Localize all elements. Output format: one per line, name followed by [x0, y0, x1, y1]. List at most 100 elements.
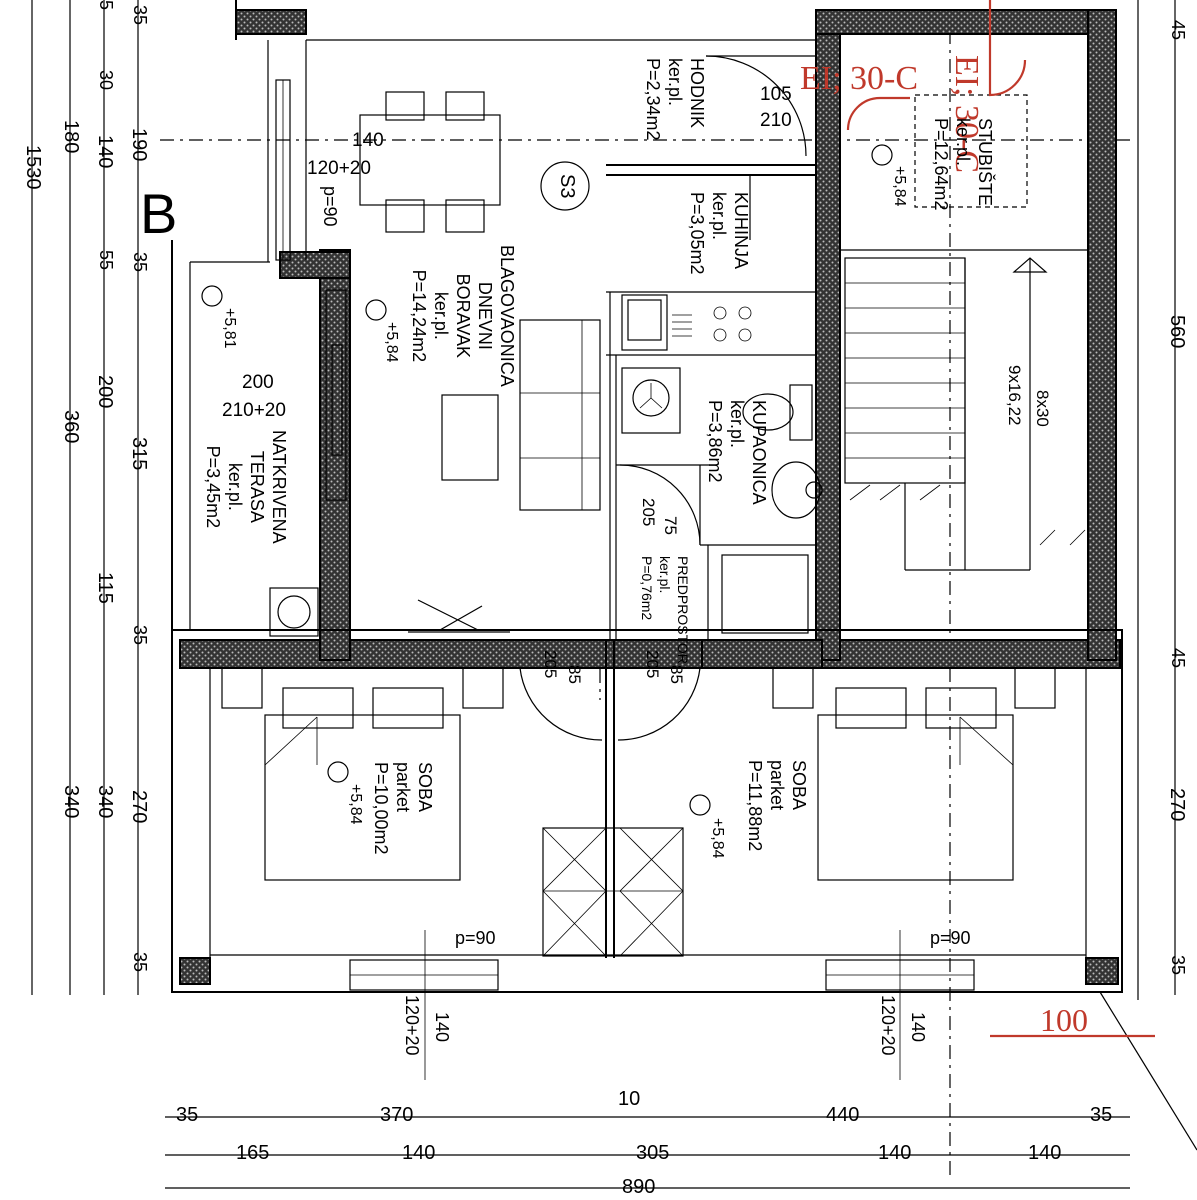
bathroom-fixtures	[621, 367, 821, 634]
dimension-lines	[31, 0, 1176, 1189]
room-name: TERASA	[247, 450, 267, 523]
room-floor: ker.pl.	[431, 291, 451, 340]
stairs-steps-label: 9x16,22	[1005, 365, 1024, 426]
door-width: 85	[667, 665, 686, 684]
dim-left-4: 35	[130, 625, 150, 646]
window-sill: p=90	[930, 928, 971, 948]
dim-right: 35	[1168, 955, 1188, 976]
room-label-hodnik: HODNIK ker.pl. P=2,34m2	[642, 58, 708, 141]
dim-bottom-2: 140	[402, 1142, 436, 1164]
walls	[179, 9, 1121, 985]
dim-left-2: 340	[60, 785, 82, 819]
room-name: BLAGOVAONICA	[497, 245, 517, 387]
dim-left-3: 115	[94, 572, 116, 604]
room-name: HODNIK	[687, 58, 707, 129]
dim-bottom-1: 35	[1090, 1104, 1113, 1126]
dim-left-3: 5	[96, 0, 116, 11]
dim-left-2: 360	[60, 410, 82, 444]
level-label: +5,84	[383, 322, 400, 363]
dim-left-4: 35	[130, 5, 150, 26]
door-height: 205	[639, 498, 658, 527]
window-height: 120+20	[307, 158, 371, 179]
staircase	[844, 0, 1086, 571]
room-floor: ker.pl.	[665, 58, 685, 107]
room-name: KUPAONICA	[749, 400, 769, 505]
room-name: SOBA	[415, 762, 435, 813]
door-height: 205	[541, 650, 560, 679]
room-name: BORAVAK	[453, 273, 473, 359]
dim-left-3: 340	[94, 785, 116, 819]
room-area: P=0,76m2	[639, 556, 655, 621]
room-floor: ker.pl.	[709, 192, 729, 241]
window-width: 140	[432, 1012, 452, 1043]
room-area: P=3,45m2	[203, 445, 223, 529]
level-label: +5,81	[221, 308, 238, 349]
room-name: STUBIŠTE	[975, 118, 995, 207]
partitions	[605, 164, 816, 958]
room-label-predprostor: PREDPROSTOR ker.pl. P=0,76m2	[638, 556, 692, 664]
door-height: 210+20	[222, 400, 286, 421]
entrance-height: 210	[760, 110, 792, 131]
window-sill: p=90	[455, 928, 496, 948]
apartment-tag-circle	[540, 161, 590, 211]
room-label-kuhinja: KUHINJA ker.pl. P=3,05m2	[686, 192, 752, 275]
room-name: DNEVNI	[475, 281, 495, 350]
room-name: PREDPROSTOR	[675, 556, 691, 664]
dining-window	[275, 79, 347, 501]
dim-bottom-2: 140	[1028, 1142, 1062, 1164]
fire-rating-label: EI; 30-C	[800, 60, 919, 97]
door-height: 205	[643, 650, 662, 679]
dim-right: 270	[1166, 788, 1188, 822]
entrance-width: 105	[760, 84, 792, 105]
room-area: P=12,64m2	[931, 118, 951, 211]
dim-bottom-2: 165	[236, 1142, 270, 1164]
room-label-kupaonica: KUPAONICA ker.pl. P=3,86m2	[704, 400, 770, 505]
dim-left-outer: 1530	[22, 145, 44, 190]
room-area: P=10,00m2	[371, 762, 391, 855]
room-label-stubiste: STUBIŠTE ker.pl. P=12,64m2	[930, 118, 996, 211]
level-markers	[201, 144, 893, 816]
kitchen-fixtures	[621, 294, 752, 351]
dim-bottom-1: 35	[176, 1104, 199, 1126]
room-floor: ker.pl.	[727, 400, 747, 449]
red-dimension: 100	[1040, 1002, 1088, 1038]
room-label-soba-1: SOBA parket P=10,00m2	[370, 762, 436, 855]
dim-left-3: 55	[96, 250, 116, 271]
dim-bottom-2: 305	[636, 1142, 670, 1164]
envelope	[171, 0, 1197, 1151]
dim-left-4: 35	[130, 252, 150, 273]
room-floor: parket	[767, 760, 787, 811]
section-marker-b: B	[140, 182, 178, 245]
dim-left-2: 180	[60, 120, 82, 154]
dim-bottom-3: 890	[622, 1176, 656, 1198]
dim-right: 560	[1166, 315, 1188, 349]
room-floor: parket	[393, 762, 413, 813]
room-area: P=3,05m2	[687, 192, 707, 275]
window-width: 140	[352, 130, 384, 151]
dim-left-3: 140	[94, 135, 116, 169]
room-area: P=11,88m2	[745, 760, 765, 852]
window-width: 140	[908, 1012, 928, 1043]
dim-left-3: 30	[96, 70, 116, 91]
room-label-dnevni: BLAGOVAONICA DNEVNI BORAVAK ker.pl. P=14…	[408, 245, 518, 387]
level-label: +5,84	[709, 818, 726, 859]
dim-left-4: 35	[130, 952, 150, 973]
dim-bottom-2: 140	[878, 1142, 912, 1164]
dim-left-4: 190	[128, 128, 150, 162]
room-label-terasa: NATKRIVENA TERASA ker.pl. P=3,45m2	[202, 430, 290, 544]
room-area: P=2,34m2	[643, 58, 663, 141]
dim-left-4: 315	[128, 437, 150, 471]
window-height: 120+20	[878, 995, 898, 1056]
apartment-tag: S3	[556, 174, 578, 199]
doors	[408, 55, 816, 741]
room-floor: ker.pl.	[657, 556, 673, 594]
furniture	[221, 91, 1056, 957]
dim-left-4: 270	[128, 790, 150, 824]
door-width: 85	[565, 665, 584, 684]
dim-right: 45	[1168, 648, 1188, 669]
room-area: P=3,86m2	[705, 400, 725, 483]
door-width: 200	[242, 372, 274, 393]
room-area: P=14,24m2	[409, 269, 429, 363]
